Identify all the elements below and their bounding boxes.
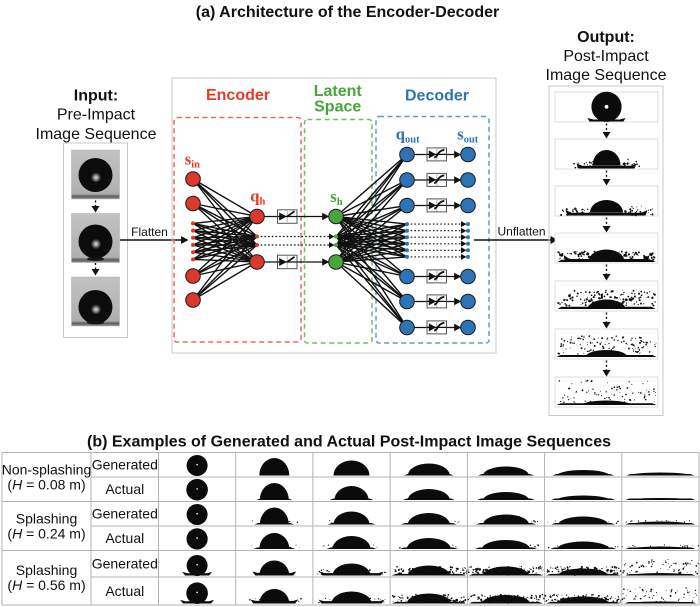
svg-text:Flatten: Flatten xyxy=(131,225,168,239)
svg-text:Output:: Output: xyxy=(577,29,635,46)
svg-text:Generated: Generated xyxy=(92,457,158,473)
svg-text:Decoder: Decoder xyxy=(405,88,469,105)
svg-text:Generated: Generated xyxy=(92,556,158,572)
svg-text:Splashing: Splashing xyxy=(16,562,78,578)
svg-text:Splashing: Splashing xyxy=(16,511,78,527)
svg-text:Image Sequence: Image Sequence xyxy=(36,126,157,143)
svg-text:Space: Space xyxy=(314,99,361,116)
svg-text:Encoder: Encoder xyxy=(206,87,270,104)
svg-text:(H = 0.24 m): (H = 0.24 m) xyxy=(7,526,85,542)
svg-text:Image Sequence: Image Sequence xyxy=(546,67,667,84)
svg-text:Pre-Impact: Pre-Impact xyxy=(57,107,136,124)
svg-text:(H = 0.56 m): (H = 0.56 m) xyxy=(7,577,85,593)
svg-text:(b) Examples of Generated and: (b) Examples of Generated and Actual Pos… xyxy=(87,433,611,450)
svg-text:Actual: Actual xyxy=(105,530,144,546)
svg-text:(a) Architecture of the Encode: (a) Architecture of the Encoder-Decoder xyxy=(196,4,499,21)
svg-text:Unflatten: Unflatten xyxy=(497,225,545,239)
svg-text:Non-splashing: Non-splashing xyxy=(2,462,92,478)
svg-text:(H = 0.08 m): (H = 0.08 m) xyxy=(7,477,85,493)
svg-text:Post-Impact: Post-Impact xyxy=(563,48,649,65)
svg-text:Input:: Input: xyxy=(74,88,118,105)
svg-text:Generated: Generated xyxy=(92,506,158,522)
svg-text:Actual: Actual xyxy=(105,583,144,599)
svg-text:Latent: Latent xyxy=(314,83,363,100)
svg-text:Actual: Actual xyxy=(105,481,144,497)
